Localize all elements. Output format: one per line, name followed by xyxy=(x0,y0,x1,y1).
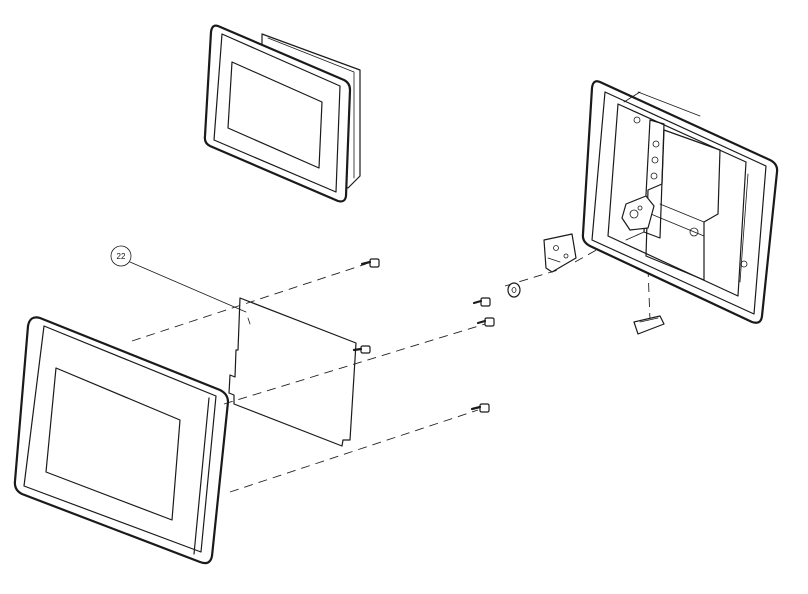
screw-3 xyxy=(476,317,495,327)
panel-front-small xyxy=(203,24,361,203)
circuit-board-plate xyxy=(228,297,357,447)
assembly-paths xyxy=(131,247,651,493)
callout-balloon-22: 22 xyxy=(110,245,247,313)
callout-label: 22 xyxy=(117,252,126,261)
washer xyxy=(507,282,521,298)
panel-front-large xyxy=(13,316,230,565)
rear-housing xyxy=(581,80,779,324)
screw-4 xyxy=(470,403,490,413)
cable-clip xyxy=(633,315,665,335)
screw-5 xyxy=(472,297,491,307)
mounting-bracket xyxy=(543,233,577,273)
screw-2 xyxy=(352,345,371,354)
screw-1 xyxy=(360,258,380,268)
